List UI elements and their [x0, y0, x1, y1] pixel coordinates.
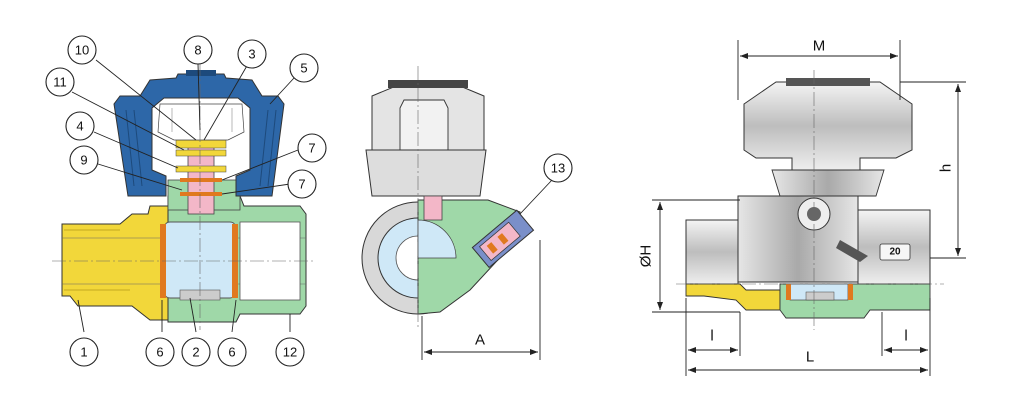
thread-lines-left	[64, 229, 130, 291]
ext-lever-tail	[836, 240, 868, 262]
side-ball-quarter	[417, 219, 457, 259]
svg-text:6: 6	[156, 345, 163, 360]
svg-text:4: 4	[76, 119, 83, 134]
dim-l-right: l	[904, 328, 907, 345]
svg-text:6: 6	[228, 345, 235, 360]
callout-6a: 6	[145, 337, 175, 367]
ext-handle	[743, 81, 913, 171]
callout-2: 2	[181, 337, 211, 367]
dim-A: A	[475, 332, 485, 349]
callout-9: 9	[69, 145, 99, 175]
svg-text:2: 2	[192, 345, 199, 360]
svg-text:3: 3	[248, 47, 255, 62]
svg-text:11: 11	[53, 75, 67, 90]
dim-M: M	[813, 38, 826, 55]
svg-text:1: 1	[80, 345, 87, 360]
stem-washer-1	[175, 149, 227, 157]
callout-13: 13	[543, 153, 573, 183]
svg-text:10: 10	[75, 43, 89, 58]
callout-5: 5	[289, 53, 319, 83]
side-cap-lower	[365, 149, 487, 197]
ext-handle-stem	[771, 169, 885, 197]
dim-OH: ØH	[638, 245, 655, 268]
brass-insert	[61, 205, 169, 321]
cap-top	[186, 70, 216, 76]
callout-6b: 6	[217, 337, 247, 367]
svg-text:9: 9	[80, 153, 87, 168]
size-badge-frame	[879, 243, 911, 261]
ext-end-left	[685, 219, 739, 285]
dim-l-left: l	[710, 328, 713, 345]
stem-oring-2	[180, 192, 222, 196]
side-view	[361, 66, 535, 328]
callout-1: 1	[69, 337, 99, 367]
svg-text:7: 7	[298, 177, 305, 192]
svg-text:5: 5	[300, 61, 307, 76]
test-port	[471, 209, 535, 269]
stem-oring-1	[180, 178, 222, 182]
callouts: 10 8 3 5 11 4 9 7 7 1 6 2 6 12 13	[45, 35, 573, 367]
svg-text:7: 7	[308, 141, 315, 156]
ext-handle-top	[786, 78, 870, 86]
cap-ribs	[125, 109, 277, 187]
side-stem	[423, 195, 443, 221]
ext-body	[737, 195, 859, 283]
dim-h: h	[938, 164, 955, 172]
exterior-view: 20	[676, 70, 944, 330]
callout-8: 8	[183, 35, 213, 65]
ext-ball-slot	[805, 291, 835, 301]
callout-4: 4	[65, 111, 95, 141]
section-view	[52, 62, 316, 330]
size-badge: 20	[889, 247, 901, 258]
ext-brass-lower	[685, 283, 781, 311]
handle-cap	[113, 73, 285, 197]
callout-7b: 7	[287, 169, 317, 199]
callout-7a: 7	[297, 133, 327, 163]
ext-seal-2	[848, 284, 853, 300]
side-cap-band	[388, 80, 468, 88]
stem-nut	[175, 139, 227, 149]
svg-text:8: 8	[194, 43, 201, 58]
svg-text:12: 12	[283, 345, 297, 360]
callout-12: 12	[275, 337, 305, 367]
stem-washer-2	[175, 165, 227, 173]
callout-3: 3	[237, 39, 267, 69]
callout-11: 11	[45, 67, 75, 97]
handle-cap-inner	[157, 103, 245, 141]
dimensions: M h ØH l l L A	[421, 38, 966, 376]
ext-seal-1	[786, 284, 791, 300]
dim-L: L	[806, 349, 814, 366]
svg-text:13: 13	[551, 161, 565, 176]
callout-10: 10	[67, 35, 97, 65]
